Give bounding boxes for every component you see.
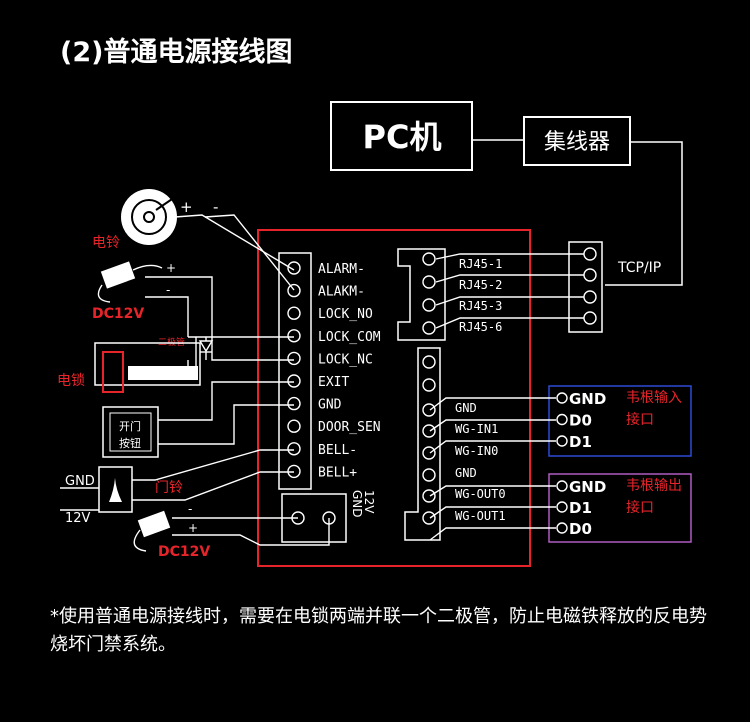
doorbell-icon	[98, 466, 133, 513]
power-adapter-icon-bottom	[133, 510, 171, 552]
right-terminal-label: WG-OUT0	[455, 487, 506, 501]
power-adapter-icon-top	[97, 261, 163, 303]
wg-output-line: D1	[569, 499, 592, 517]
wg-input-terminal	[556, 392, 568, 404]
right-terminal-screw	[422, 403, 436, 417]
bell-minus: -	[213, 198, 218, 216]
right-terminal-label: WG-IN0	[455, 444, 498, 458]
left-terminal-label: ALAKM-	[318, 285, 365, 300]
left-terminal-label: BELL+	[318, 465, 357, 480]
right-terminal-screw	[422, 378, 436, 392]
rj-terminal-label: RJ45-3	[459, 299, 502, 313]
left-terminal-label: GND	[318, 398, 342, 413]
right-terminal-label: GND	[455, 466, 477, 480]
rj-terminal-screw	[422, 275, 436, 289]
diode-label: 二极管	[158, 336, 185, 348]
wg-input-terminal	[556, 413, 568, 426]
left-terminal-screws	[287, 261, 301, 479]
wg-output-label-1: 韦根输出	[626, 478, 682, 494]
rj-terminal-label: RJ45-6	[459, 320, 502, 334]
bell-label: 电铃	[92, 235, 120, 251]
right-terminal-label: GND	[455, 401, 477, 415]
electric-lock-icon	[94, 342, 201, 393]
lock-label: 电锁	[57, 373, 85, 389]
left-terminal-label: DOOR_SEN	[318, 420, 381, 435]
wg-input-line: D0	[569, 412, 592, 430]
v12-label: 12V	[65, 511, 91, 526]
left-terminal-label: LOCK_NC	[318, 352, 373, 367]
wg-input-label-1: 韦根输入	[626, 390, 682, 406]
left-terminal-screw	[287, 374, 301, 388]
right-terminal-screw	[422, 489, 436, 503]
exit-button-label-2: 按钮	[119, 436, 141, 450]
dc-bottom-plus: +	[188, 521, 198, 535]
wg-input-box	[548, 385, 692, 457]
dc-bottom-minus: -	[188, 502, 192, 516]
left-terminal-screw	[287, 329, 301, 343]
right-terminal-screw	[422, 446, 436, 460]
diagram-title: (2)普通电源接线图	[60, 37, 293, 68]
wg-output-terminal	[556, 501, 568, 513]
right-terminal-label: WG-OUT1	[455, 509, 506, 523]
right-terminal-screw	[422, 511, 436, 525]
wg-output-terminal	[556, 480, 568, 492]
hub-label: 集线器	[544, 130, 610, 155]
dc-top-plus: +	[166, 261, 176, 275]
wg-input-line: GND	[569, 390, 606, 408]
left-terminal-screw	[287, 306, 301, 320]
left-terminal-screw	[287, 261, 301, 275]
wiring-note: *使用普通电源接线时，需要在电锁两端并联一个二极管，防止电磁铁释放的反电势烧坏门…	[50, 606, 707, 655]
left-terminal-screw	[287, 442, 301, 456]
wg-input-line: D1	[569, 433, 592, 451]
right-terminal-block	[404, 347, 441, 541]
right-terminal-screw	[422, 468, 436, 482]
rj-terminal-screw	[422, 252, 436, 266]
right-terminal-screw	[422, 424, 436, 438]
power-gnd-label: GND	[350, 490, 364, 518]
power-12v-label: 12V	[362, 490, 376, 514]
dc-top-minus: -	[166, 283, 170, 297]
electric-bell-icon	[121, 189, 179, 245]
rj-terminal-block	[397, 248, 446, 341]
wg-output-line: GND	[569, 478, 606, 496]
left-terminal-screw	[287, 283, 301, 298]
dc-bottom-label: DC12V	[158, 544, 210, 560]
left-terminal-screw	[287, 351, 301, 366]
wg-output-terminal	[556, 522, 568, 534]
left-terminal-screw	[287, 419, 301, 433]
left-terminal-label: LOCK_COM	[318, 330, 381, 345]
exit-button-label-1: 开门	[119, 419, 141, 433]
gnd-label: GND	[65, 474, 95, 489]
left-terminal-screw	[287, 396, 301, 411]
wg-input-terminal	[556, 435, 568, 447]
rj-terminal-label: RJ45-2	[459, 278, 502, 292]
left-terminal-label: EXIT	[318, 375, 349, 390]
wg-output-label-2: 接口	[626, 499, 654, 516]
exit-button-icon	[102, 406, 159, 458]
diode-icon	[198, 340, 214, 353]
doorbell-label: 门铃	[155, 480, 183, 496]
rj-terminal-screw	[422, 298, 436, 312]
left-terminal-block	[278, 252, 312, 490]
hub-box	[523, 116, 631, 166]
right-terminal-screw	[422, 355, 436, 369]
rj-terminal-label: RJ45-1	[459, 257, 502, 271]
right-terminal-label: WG-IN1	[455, 422, 498, 436]
left-terminal-label: BELL-	[318, 443, 357, 458]
bell-plus: +	[180, 198, 193, 216]
pc-label: PC机	[363, 118, 442, 156]
rj45-connector-pins	[583, 247, 597, 325]
tcpip-label: TCP/IP	[617, 260, 661, 276]
wg-output-box	[548, 473, 692, 543]
pc-box	[330, 101, 473, 171]
wg-input-label-2: 接口	[626, 411, 654, 428]
wg-output-line: D0	[569, 520, 592, 538]
left-terminal-label: LOCK_NO	[318, 307, 373, 322]
rj45-connector	[568, 241, 603, 333]
left-terminal-label: ALARM-	[318, 262, 365, 277]
rj-terminal-screw	[422, 321, 436, 335]
dc-top-label: DC12V	[92, 306, 144, 322]
